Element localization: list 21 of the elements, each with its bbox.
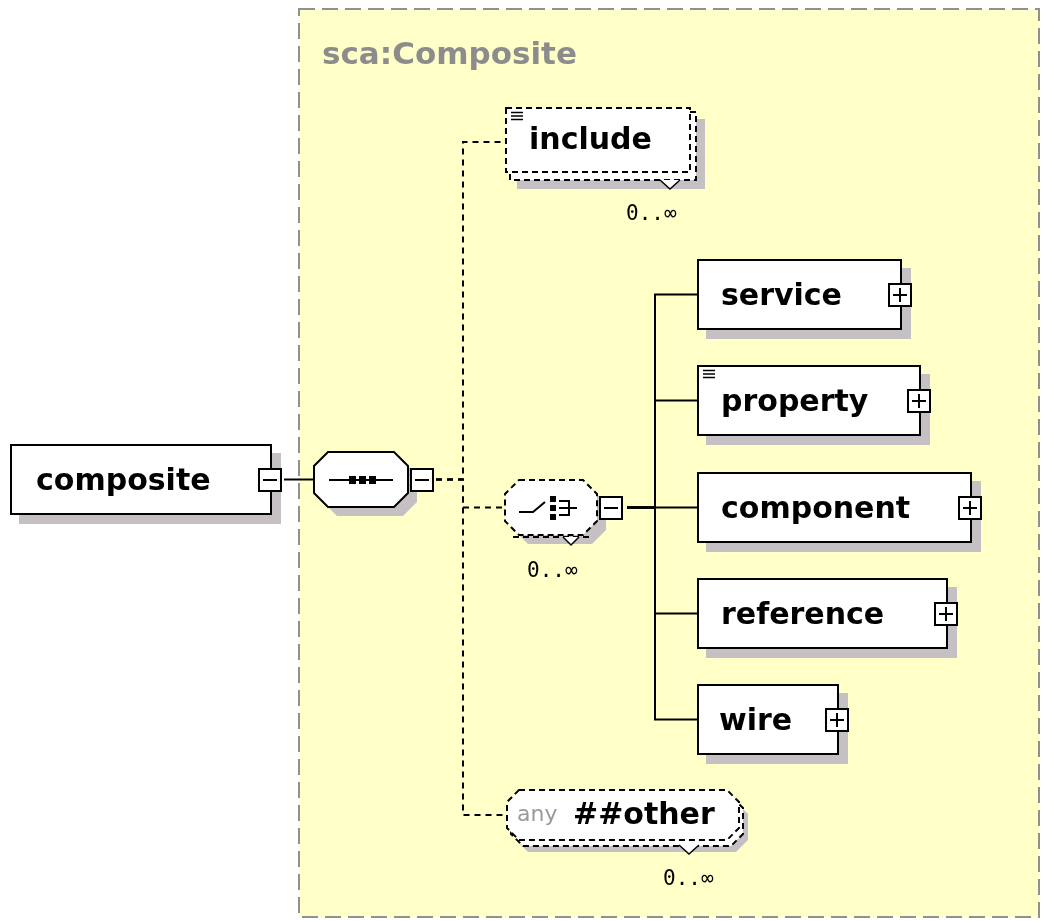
connector-line <box>626 506 698 721</box>
element-box <box>697 684 851 764</box>
connector-line <box>283 478 315 481</box>
element-name: composite <box>36 464 211 495</box>
element-box <box>697 365 933 445</box>
element-box <box>697 578 960 658</box>
wildcard-keyword: any <box>517 803 558 825</box>
element-name: service <box>721 279 842 310</box>
element-name: wire <box>719 704 793 735</box>
occurrence-label: 0..∞ <box>663 868 714 889</box>
element-name: include <box>529 124 652 154</box>
element-name: reference <box>721 598 885 629</box>
namespace-label: ##other <box>573 799 715 829</box>
element-box <box>697 259 914 339</box>
element-name: component <box>721 492 911 523</box>
occurrence-label: 0..∞ <box>527 560 578 581</box>
element-box <box>697 472 984 552</box>
group-panel <box>298 8 1040 918</box>
element-name: property <box>721 385 869 416</box>
type-title: sca:Composite <box>322 38 577 69</box>
occurrence-label: 0..∞ <box>626 203 677 224</box>
